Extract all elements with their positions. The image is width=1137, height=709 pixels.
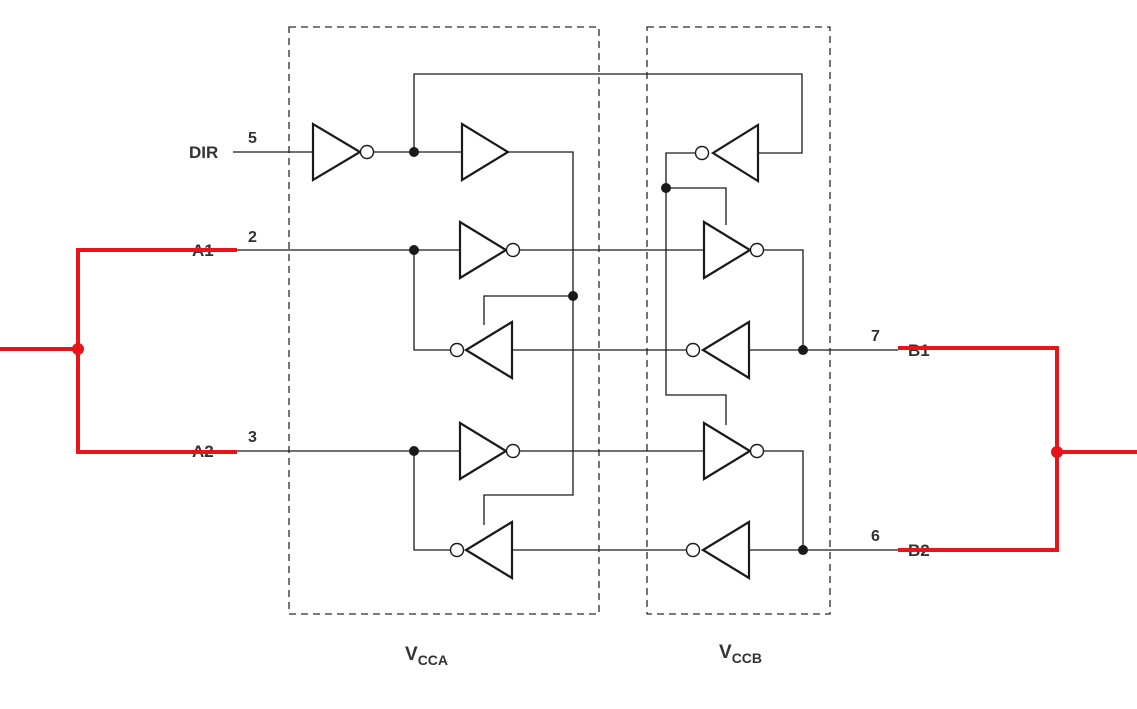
b2-forward-inverter xyxy=(702,421,765,481)
b2-pin-number: 6 xyxy=(871,528,880,545)
vcca-domain-box xyxy=(288,26,600,615)
vccb-dir-inverter xyxy=(694,123,760,183)
b1-reverse-inverter xyxy=(685,320,751,380)
dir-pin-number: 5 xyxy=(248,130,257,147)
red-overlay-right xyxy=(898,346,1137,552)
a2-pin-number: 3 xyxy=(248,429,257,446)
b1-forward-inverter xyxy=(702,220,765,280)
a2-forward-inverter xyxy=(458,421,521,481)
vcca-label: VCCA xyxy=(405,644,448,668)
wires xyxy=(233,73,898,551)
junction-dots xyxy=(409,147,808,555)
dir-buffer xyxy=(460,122,511,182)
b1-pin-number: 7 xyxy=(871,328,880,345)
dir-inverter xyxy=(311,122,375,182)
a1-forward-inverter xyxy=(458,220,521,280)
red-overlay-left xyxy=(0,248,237,454)
b1-label: B1 xyxy=(908,341,930,360)
a1-pin-number: 2 xyxy=(248,229,257,246)
b2-reverse-inverter xyxy=(685,520,751,580)
dir-label: DIR xyxy=(189,143,218,162)
vccb-label: VCCB xyxy=(719,642,762,666)
a2-reverse-inverter xyxy=(449,520,514,580)
a1-reverse-inverter xyxy=(449,320,514,380)
